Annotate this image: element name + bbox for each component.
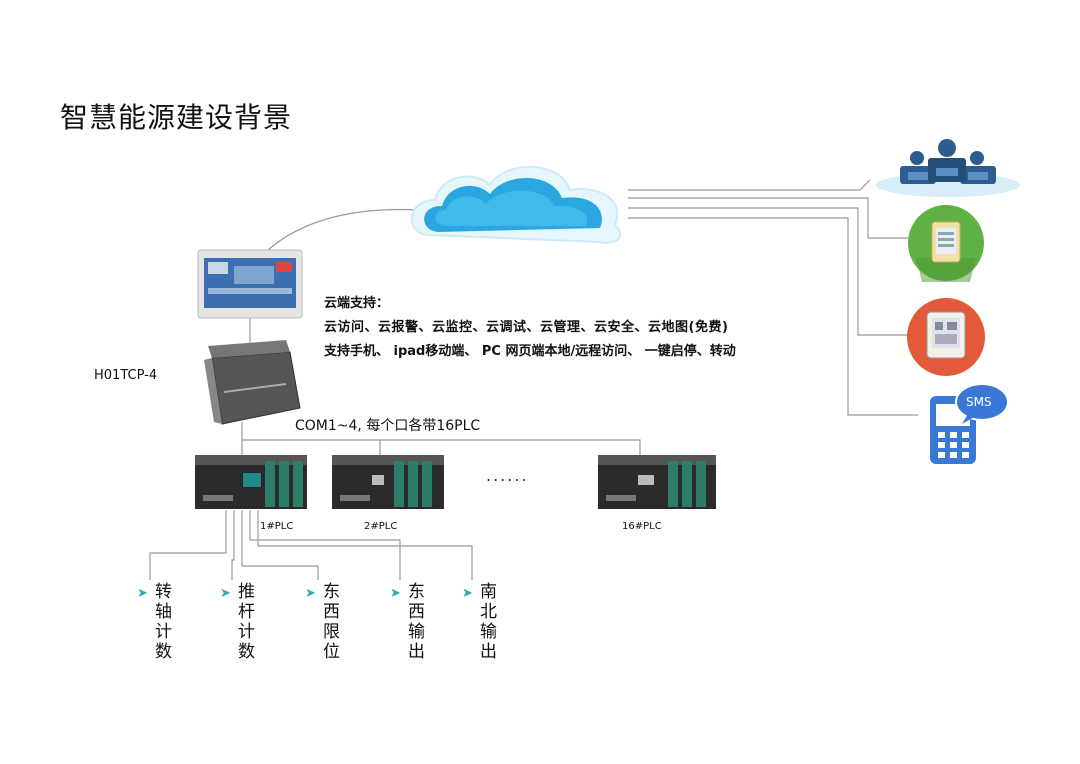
- signal-char: 南: [480, 582, 497, 602]
- signal-label: ➤ 东 西 限 位: [323, 582, 340, 662]
- hmi-screen-icon: [198, 250, 302, 318]
- signal-char: 数: [155, 642, 172, 662]
- plc-icon: [598, 455, 716, 509]
- cloud-support-line2: 支持手机、 ipad移动端、 PC 网页端本地/远程访问、 一键启停、转动: [324, 340, 736, 359]
- gateway-label: H01TCP-4: [94, 368, 157, 383]
- signal-label: ➤ 转 轴 计 数: [155, 582, 172, 662]
- arrow-icon: ➤: [305, 584, 316, 604]
- signal-wires: [150, 510, 472, 580]
- signal-label: ➤ 南 北 输 出: [480, 582, 497, 662]
- arrow-icon: ➤: [220, 584, 231, 604]
- signal-char: 东: [408, 582, 425, 602]
- gateway-device-icon: [204, 340, 300, 424]
- signal-char: 转: [155, 582, 172, 602]
- signal-char: 轴: [155, 602, 172, 622]
- arrow-icon: ➤: [137, 584, 148, 604]
- com-port-label: COM1~4, 每个口各带16PLC: [295, 415, 480, 435]
- signal-label: ➤ 东 西 输 出: [408, 582, 425, 662]
- signal-char: 计: [155, 622, 172, 642]
- cloud-icon: [412, 167, 621, 243]
- signal-label: ➤ 推 杆 计 数: [238, 582, 255, 662]
- plc-label: 1#PLC: [260, 521, 293, 532]
- signal-char: 东: [323, 582, 340, 602]
- sms-label: SMS: [966, 395, 992, 409]
- signal-char: 数: [238, 642, 255, 662]
- signal-char: 输: [408, 622, 425, 642]
- signal-char: 北: [480, 602, 497, 622]
- plc-label: 16#PLC: [622, 521, 662, 532]
- signal-char: 限: [323, 622, 340, 642]
- signal-char: 位: [323, 642, 340, 662]
- signal-char: 西: [323, 602, 340, 622]
- team-icon: [876, 139, 1020, 197]
- arrow-icon: ➤: [390, 584, 401, 604]
- signal-char: 西: [408, 602, 425, 622]
- signal-char: 出: [480, 642, 497, 662]
- plc-icon: [332, 455, 444, 509]
- meter-app-icon: [907, 298, 985, 376]
- signal-char: 杆: [238, 602, 255, 622]
- signal-char: 推: [238, 582, 255, 602]
- signal-char: 计: [238, 622, 255, 642]
- signal-char: 输: [480, 622, 497, 642]
- plc-label: 2#PLC: [364, 521, 397, 532]
- signal-char: 出: [408, 642, 425, 662]
- plc-icon: [195, 455, 307, 509]
- tablet-app-icon: [908, 205, 984, 282]
- ellipsis: ......: [486, 466, 529, 485]
- cloud-support-line1: 云访问、云报警、云监控、云调试、云管理、云安全、云地图(免费): [324, 316, 728, 335]
- cloud-support-heading: 云端支持：: [324, 292, 389, 311]
- arrow-icon: ➤: [462, 584, 473, 604]
- page-title: 智慧能源建设背景: [60, 96, 292, 136]
